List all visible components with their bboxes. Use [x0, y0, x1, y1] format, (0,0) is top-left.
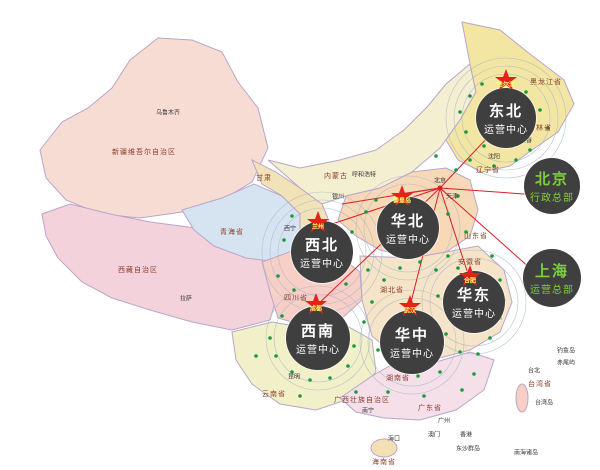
hub-xibei: 西北 运营中心 [291, 221, 353, 283]
star-label-qinhuangdao: 秦皇岛 [392, 197, 412, 205]
hainan-island [370, 438, 398, 458]
hq-beijing: 北京 行政总部 [524, 158, 580, 214]
hub-huadong-title: 华东 [456, 286, 491, 304]
xinjiang-region [39, 37, 269, 219]
hub-xinan-title: 西南 [300, 322, 335, 340]
hq-beijing-title: 北京 [534, 170, 569, 188]
star-label-wuhan: 武汉 [403, 307, 417, 315]
star-label-harbin: 哈尔滨 [496, 81, 516, 89]
hub-xibei-title: 西北 [304, 236, 339, 254]
hub-xinan: 西南 运营中心 [286, 306, 350, 370]
star-label-lanzhou: 兰州 [311, 223, 325, 231]
star-icon-chengdu [305, 293, 327, 314]
hub-huazhong-title: 华中 [394, 326, 429, 344]
star-icon-hefei [459, 265, 481, 286]
hub-huazhong: 华中 运营中心 [380, 310, 444, 374]
star-icon-harbin [495, 69, 517, 90]
hub-huadong-subtitle: 运营中心 [452, 309, 496, 320]
tibet-region [41, 203, 279, 331]
star-label-hefei: 合肥 [463, 277, 477, 285]
hub-dongbei-subtitle: 运营中心 [484, 125, 528, 136]
star-icon-wuhan [399, 295, 421, 316]
hub-huabei: 华北 运营中心 [377, 197, 439, 259]
star-label-chengdu: 成都 [309, 305, 323, 313]
hub-huabei-title: 华北 [390, 212, 425, 230]
hq-shanghai-title: 上海 [534, 262, 569, 280]
star-icon-lanzhou [307, 211, 329, 232]
hub-dongbei: 东北 运营中心 [476, 88, 536, 148]
star-icon-qinhuangdao [391, 185, 413, 206]
hq-beijing-subtitle: 行政总部 [530, 193, 574, 204]
hq-shanghai-subtitle: 运营总部 [530, 285, 574, 296]
hub-xinan-subtitle: 运营中心 [296, 345, 340, 356]
hub-xibei-subtitle: 运营中心 [300, 259, 344, 270]
hub-dongbei-title: 东北 [488, 102, 523, 120]
beijing-marker [437, 185, 443, 191]
hq-shanghai: 上海 运营总部 [523, 249, 581, 307]
taiwan-island [515, 383, 529, 413]
hub-huazhong-subtitle: 运营中心 [390, 349, 434, 360]
hub-huabei-subtitle: 运营中心 [386, 235, 430, 246]
